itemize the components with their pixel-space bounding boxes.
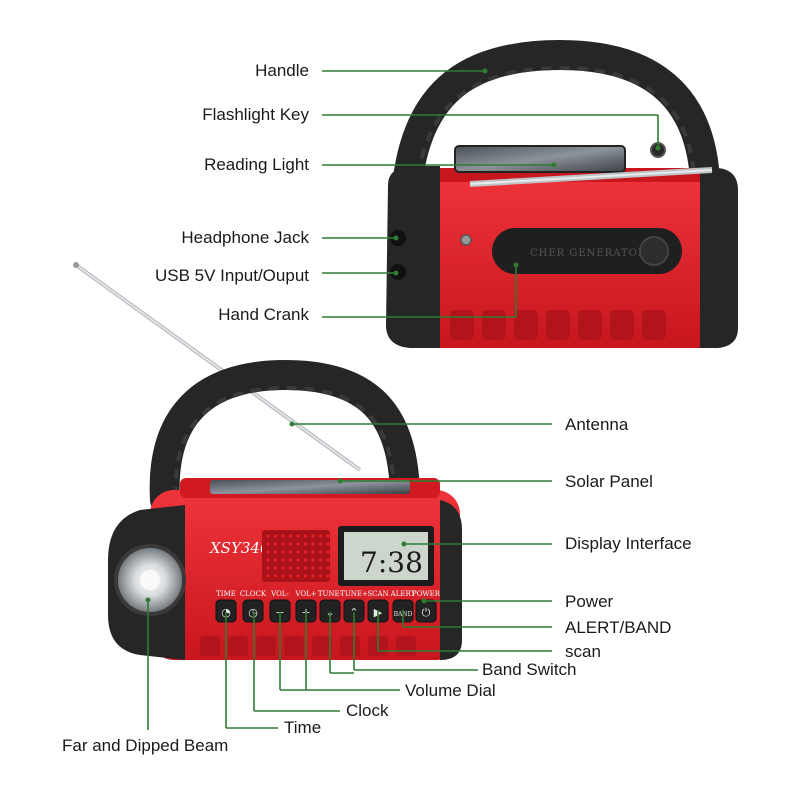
grille-dot	[296, 542, 300, 546]
grille-dot	[303, 566, 308, 570]
label-usb: USB 5V Input/Ouput	[154, 266, 309, 285]
grille-dot	[311, 534, 315, 538]
label-clock: Clock	[346, 701, 389, 720]
rear-handle	[393, 39, 720, 195]
crank-text: CHER GENERATOR	[530, 248, 646, 259]
label-alert-band: ALERT/BAND	[565, 618, 672, 637]
label-solar-panel: Solar Panel	[565, 472, 653, 491]
grille-dot	[266, 534, 270, 538]
grille-dot	[281, 534, 285, 538]
grille-dot	[273, 550, 278, 554]
label-display-interface: Display Interface	[565, 534, 692, 553]
clock-button[interactable]: ◷	[242, 599, 264, 623]
button-caption: TIME	[216, 590, 236, 598]
grille-dot	[303, 534, 308, 538]
grille-dot	[266, 542, 270, 546]
grille-dot	[281, 574, 285, 578]
grille-dot	[326, 574, 330, 578]
grille-dot	[281, 566, 285, 570]
label-volume-dial: Volume Dial	[405, 681, 496, 700]
grille-dot	[281, 542, 285, 546]
button-glyph-icon: ⏻	[422, 606, 431, 619]
grille-dot	[318, 566, 323, 570]
grille-dot	[288, 550, 293, 554]
button-caption: POWER	[412, 590, 441, 598]
grille-dot	[281, 558, 285, 562]
grille-dot	[281, 550, 285, 554]
grille-dot	[296, 534, 300, 538]
grille-dot	[318, 542, 323, 546]
grille-dot	[288, 558, 293, 562]
grille-dot	[303, 542, 308, 546]
grille-dot	[311, 566, 315, 570]
grille-dot	[311, 550, 315, 554]
front-solar-panel	[210, 480, 410, 494]
label-power: Power	[565, 592, 614, 611]
lcd-clock: 7:38	[360, 546, 423, 579]
label-scan: scan	[565, 642, 601, 661]
hand-crank	[492, 228, 682, 274]
rear-radio: CHER GENERATOR	[386, 39, 738, 348]
grille-dot	[296, 558, 300, 562]
grille-dot	[266, 558, 270, 562]
grille-dot	[273, 542, 278, 546]
button-caption: VOL+	[294, 590, 316, 598]
label-antenna: Antenna	[565, 415, 629, 434]
grille-dot	[318, 558, 323, 562]
label-reading-light: Reading Light	[204, 155, 309, 174]
button-caption: TUNE+	[340, 590, 368, 598]
grille-dot	[266, 550, 270, 554]
label-flashlight-key: Flashlight Key	[202, 105, 309, 124]
grille-dot	[326, 550, 330, 554]
button-caption: VOL-	[270, 590, 289, 598]
grille-dot	[296, 566, 300, 570]
grille-dot	[266, 566, 270, 570]
button-caption: SCAN	[367, 590, 388, 598]
grille-dot	[326, 558, 330, 562]
button-caption: TUNE-	[318, 590, 343, 598]
grille-dot	[318, 534, 323, 538]
grille-dot	[288, 534, 293, 538]
lcd-screen	[344, 532, 428, 580]
grille-dot	[311, 542, 315, 546]
grille-dot	[311, 558, 315, 562]
button-caption: ALERT	[390, 590, 416, 598]
grille-dot	[288, 574, 293, 578]
grille-dot	[288, 566, 293, 570]
grille-dot	[273, 574, 278, 578]
brand-label: XSY340	[209, 539, 270, 557]
grille-dot	[326, 534, 330, 538]
button-caption: CLOCK	[240, 590, 267, 598]
button-glyph-icon: ◷	[248, 606, 258, 619]
label-handle: Handle	[255, 61, 309, 80]
grille-dot	[318, 574, 323, 578]
label-time: Time	[284, 718, 322, 737]
grille-dot	[303, 550, 308, 554]
grille-dot	[288, 542, 293, 546]
label-band-switch: Band Switch	[482, 660, 577, 679]
grille-dot	[273, 558, 278, 562]
power-button[interactable]: ⏻	[415, 599, 437, 623]
grille-dot	[311, 574, 315, 578]
grille-dot	[296, 574, 300, 578]
leader-lines	[147, 70, 659, 730]
label-headphone-jack: Headphone Jack	[181, 228, 309, 247]
front-handle	[149, 359, 420, 515]
grille-dot	[273, 534, 278, 538]
grille-dot	[296, 550, 300, 554]
grille-dot	[318, 550, 323, 554]
grille-dot	[326, 566, 330, 570]
label-beam: Far and Dipped Beam	[62, 736, 229, 755]
grille-dot	[273, 566, 278, 570]
speaker-grille	[262, 530, 330, 582]
label-hand-crank: Hand Crank	[218, 305, 309, 324]
grille-dot	[303, 574, 308, 578]
grille-dot	[303, 558, 308, 562]
grille-dot	[266, 574, 270, 578]
grille-dot	[326, 542, 330, 546]
rear-solar-strip	[454, 145, 626, 173]
